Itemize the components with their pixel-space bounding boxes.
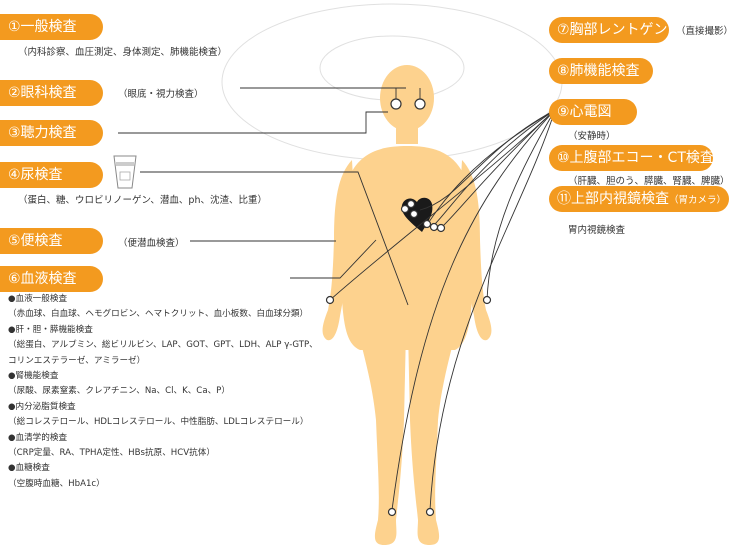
detail-eye-exam: （眼底・視力検査） [118,89,204,100]
endoscopy-label-suffix: （胃カメラ） [669,195,727,206]
detail-chest-xray: （直接撮影） [676,26,734,37]
label-ecg: ⑨心電図 [549,99,637,125]
glucose-items: （空腹時血糖、HbA1c） [8,478,105,489]
blood-general-items: （赤血球、白血球、ヘモグロビン、ヘマトクリット、血小板数、白血球分類） [8,309,309,320]
endoscopy-label: ⑪上部内視鏡検査 [557,191,669,207]
label-general-exam: ①一般検査 [0,14,103,40]
serology-items: （CRP定量、RA、TPHA定性、HBs抗原、HCV抗体） [8,448,215,459]
detail-ecg: （安静時） [568,131,616,142]
label-abdominal-echo: ⑩上腹部エコー・CT検査 [549,145,714,171]
detail-urine-exam: （蛋白、糖、ウロビリノーゲン、潜血、ph、沈渣、比重） [18,195,267,206]
serology-title: ●血清学的検査 [8,432,68,443]
liver-function-items-2: コリンエステラーゼ、アミラーゼ） [8,355,146,366]
lipid-items: （総コレステロール、HDLコレステロール、中性脂肪、LDLコレステロール） [8,417,309,428]
lipid-title: ●内分泌脂質検査 [8,401,76,412]
connector-lines [118,87,556,511]
detail-general-exam: （内科診察、血圧測定、身体測定、肺機能検査） [18,47,228,58]
blood-general-title: ●血液一般検査 [8,294,68,304]
label-chest-xray: ⑦胸部レントゲン [549,17,669,43]
liver-function-items-1: （総蛋白、アルブミン、総ビリルビン、LAP、GOT、GPT、LDH、ALP γ-… [8,340,318,351]
urine-cup-icon [113,155,137,189]
detail-abdominal-echo: （肝臓、胆のう、膵臓、腎臓、脾臓） [568,176,730,187]
label-lung-function: ⑧肺機能検査 [549,58,653,84]
label-eye-exam: ②眼科検査 [0,80,103,106]
detail-stool-exam: （便潜血検査） [118,238,185,249]
label-stool-exam: ⑤便検査 [0,228,103,254]
label-urine-exam: ④尿検査 [0,162,103,188]
kidney-function-items: （尿酸、尿素窒素、クレアチニン、Na、Cl、K、Ca、P） [8,386,230,397]
body-silhouette [322,65,492,545]
label-blood-exam: ⑥血液検査 [0,266,103,292]
blood-test-list: ●血液一般検査 （赤血球、白血球、ヘモグロビン、ヘマトクリット、血小板数、白血球… [8,292,318,492]
kidney-function-title: ●腎機能検査 [8,371,59,382]
label-endoscopy: ⑪上部内視鏡検査（胃カメラ） [549,186,729,212]
electrode-markers [325,98,492,517]
label-hearing-exam: ③聴力検査 [0,120,103,146]
detail-endoscopy: 胃内視鏡検査 [568,225,626,236]
glucose-title: ●血糖検査 [8,463,50,474]
liver-function-title: ●肝・胆・膵機能検査 [8,324,93,335]
